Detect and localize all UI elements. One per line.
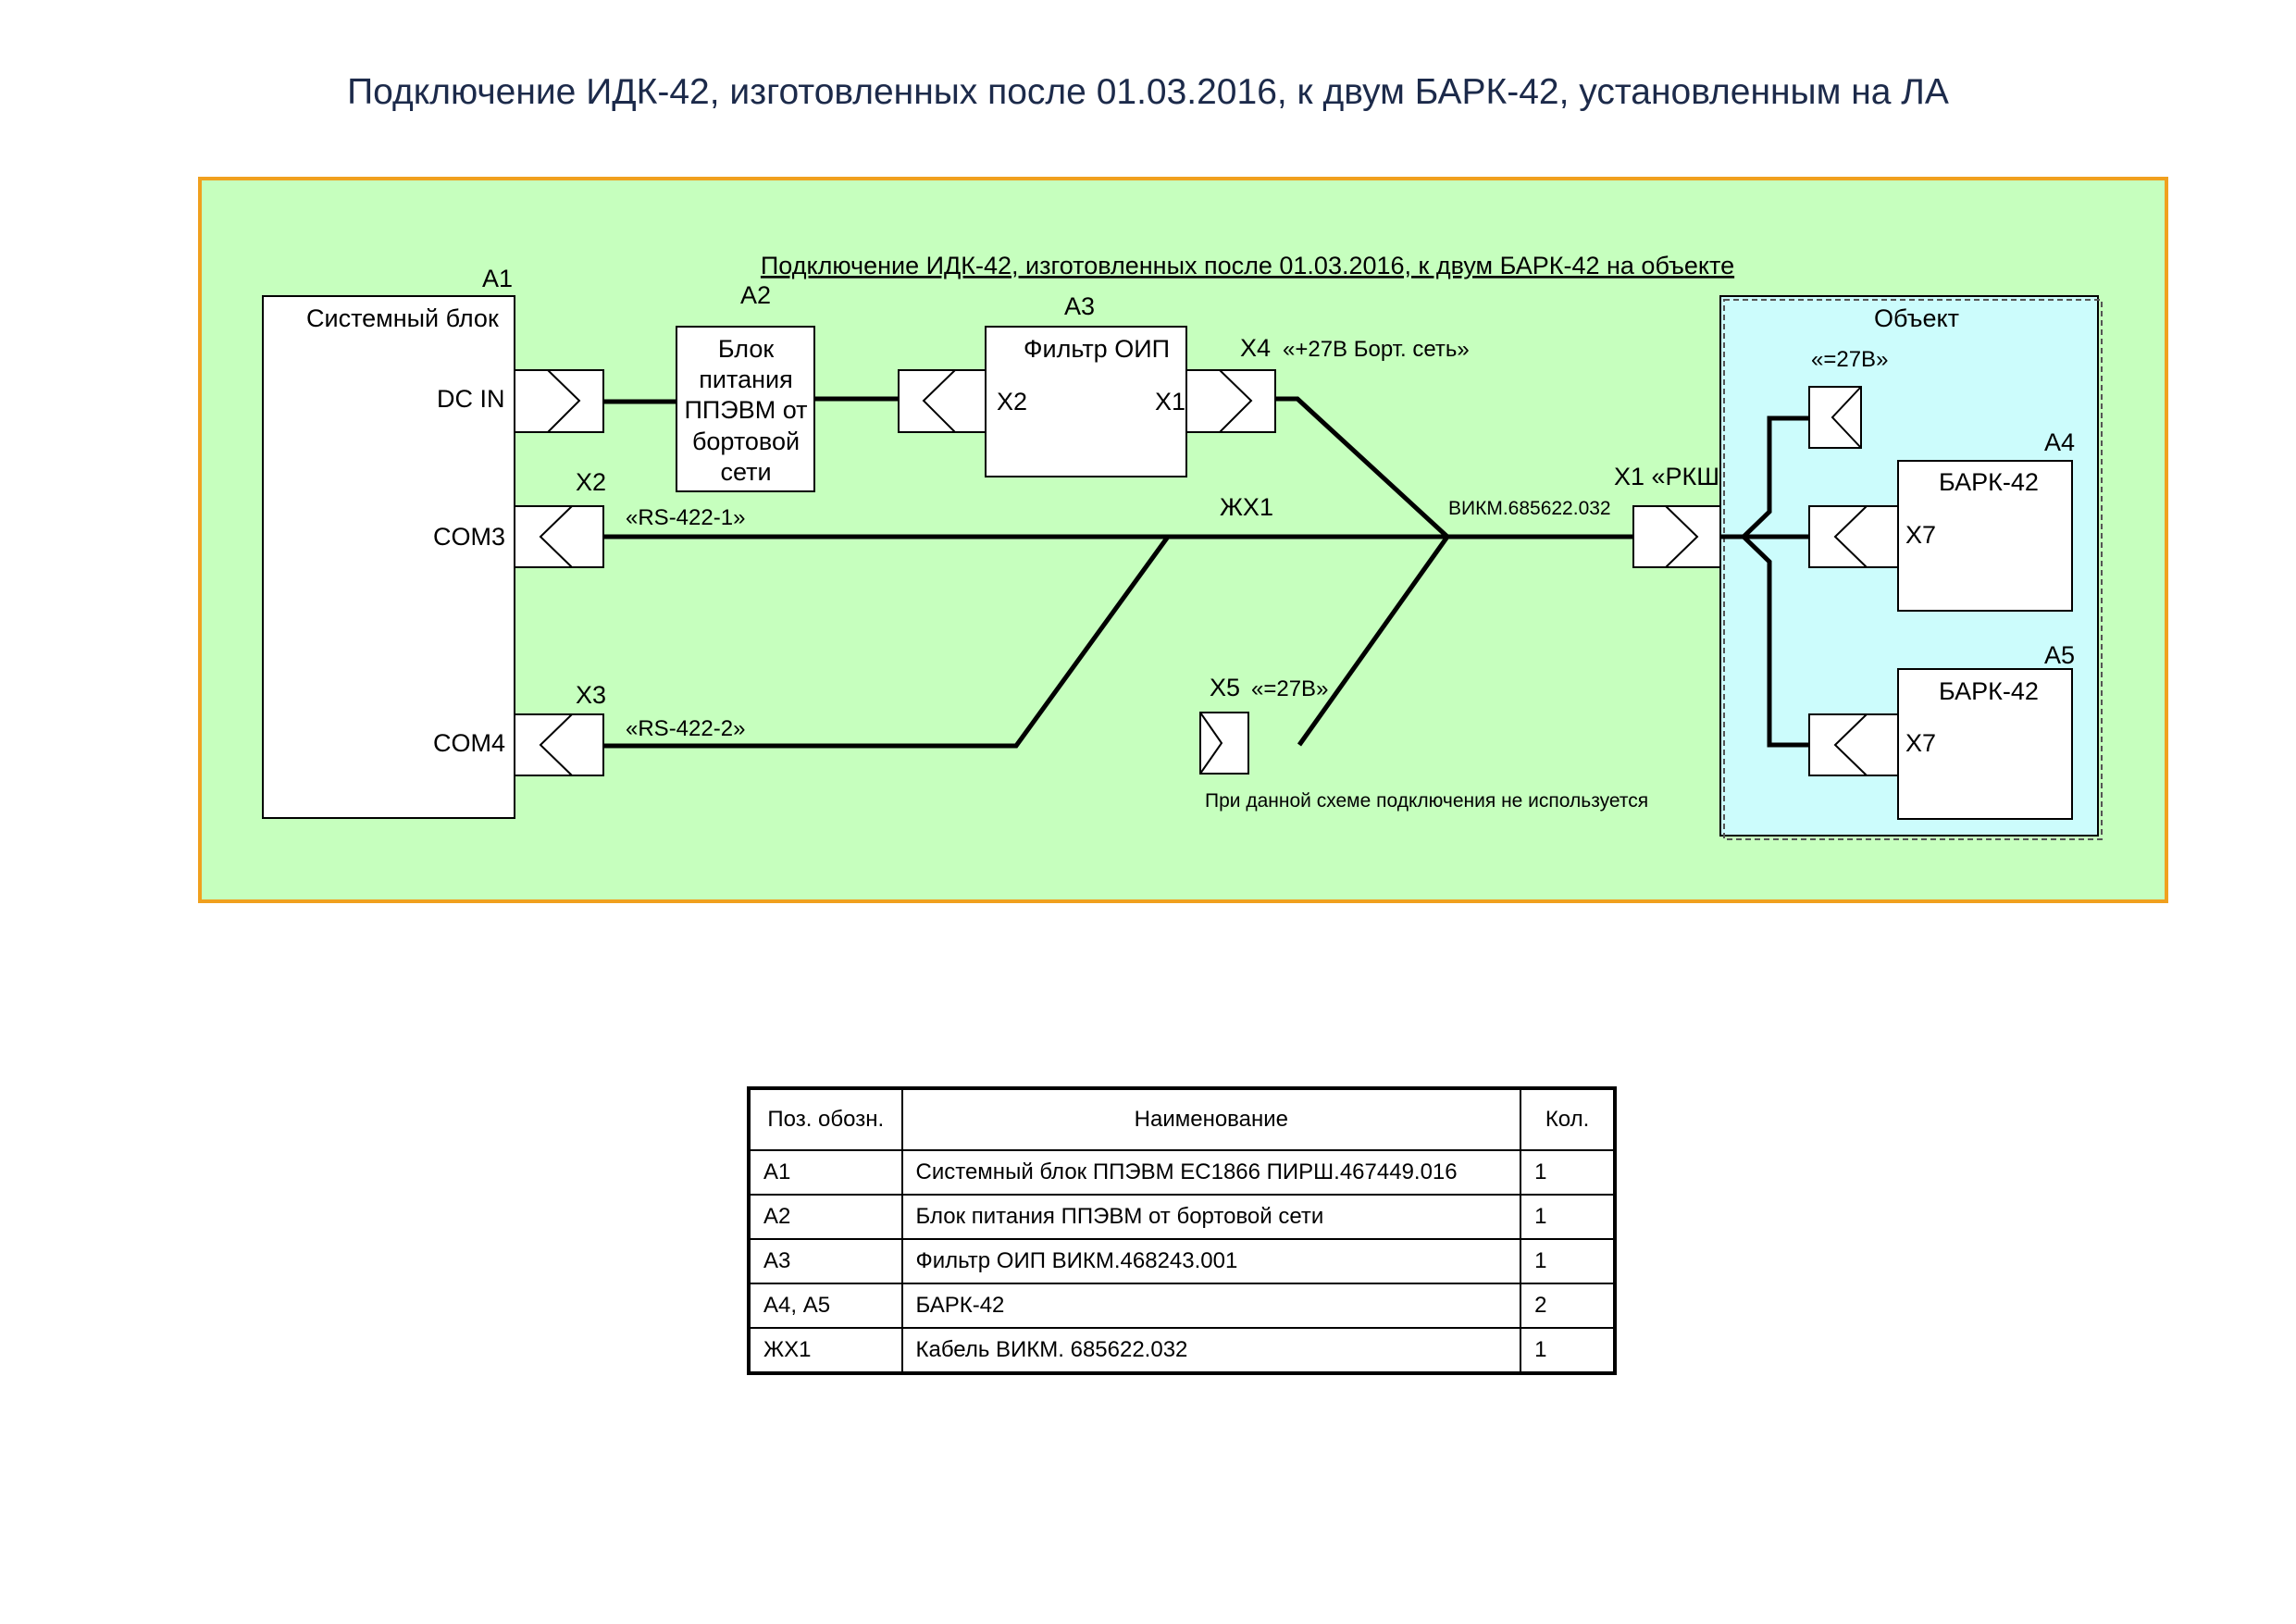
table-row: А2 Блок питания ППЭВМ от бортовой сети 1	[748, 1194, 1616, 1240]
a5-ref: A5	[2044, 641, 2075, 669]
cell-name: Системный блок ППЭВМ ЕС1866 ПИРШ.467449.…	[900, 1149, 1522, 1196]
dc-in-connector	[514, 369, 604, 433]
table-row: А3 Фильтр ОИП ВИКМ.468243.001 1	[748, 1238, 1616, 1284]
object-wires	[1720, 415, 1809, 748]
object-power-label: «=27В»	[1811, 347, 1888, 372]
a4-ref: A4	[2044, 428, 2075, 456]
cable-ref: ЖХ1	[1220, 493, 1273, 521]
cell-name: БАРК-42	[900, 1283, 1522, 1329]
table-row: А1 Системный блок ППЭВМ ЕС1866 ПИРШ.4674…	[748, 1149, 1616, 1196]
header-position: Поз. обозн.	[748, 1087, 903, 1151]
table-row: А4, А5 БАРК-42 2	[748, 1283, 1616, 1329]
a4-port: X7	[1905, 521, 1936, 549]
cell-qty: 1	[1520, 1194, 1616, 1240]
a1-name: Системный блок	[306, 304, 499, 332]
cell-qty: 1	[1520, 1327, 1616, 1374]
x3-signal: «RS-422-2»	[626, 716, 745, 741]
a2-line-5: сети	[720, 458, 771, 486]
x5-connector	[1199, 712, 1249, 775]
a4-bark42	[1897, 460, 2073, 612]
a3-port-x1: X1	[1155, 388, 1185, 415]
a2-line-4: бортовой	[692, 428, 800, 455]
a2-ref: A2	[740, 281, 771, 309]
a2-power-supply	[676, 326, 815, 492]
a3-filter	[985, 326, 1187, 477]
wiring-diagram: Подключение ИДК-42, изготовленных после …	[198, 177, 2168, 903]
x1-rksh-label: X1 «РКШ»	[1614, 463, 1733, 490]
a3-ref: A3	[1064, 292, 1095, 320]
a2-line-2: питания	[699, 366, 792, 393]
cell-name: Кабель ВИКМ. 685622.032	[900, 1327, 1522, 1374]
a3-x2-connector	[898, 369, 987, 433]
object-power-connector	[1808, 386, 1862, 449]
cell-name: Блок питания ППЭВМ от бортовой сети	[900, 1194, 1522, 1240]
cell-position: А3	[748, 1238, 903, 1284]
x5-ref: X5	[1210, 674, 1240, 701]
cell-position: А2	[748, 1194, 903, 1240]
x2-signal: «RS-422-1»	[626, 505, 745, 530]
x4-signal: «+27В Борт. сеть»	[1283, 337, 1470, 362]
cell-qty: 2	[1520, 1283, 1616, 1329]
x3-ref: X3	[576, 681, 606, 709]
a5-name: БАРК-42	[1939, 677, 2039, 705]
a4-name: БАРК-42	[1939, 468, 2039, 496]
a1-system-block	[262, 295, 515, 819]
a5-bark42	[1897, 668, 2073, 820]
a1-ref: A1	[482, 265, 513, 292]
com3-label: COM3	[433, 523, 505, 551]
x2-connector	[514, 505, 604, 568]
cable-code: ВИКМ.685622.032	[1448, 498, 1611, 519]
diagram-subtitle: Подключение ИДК-42, изготовленных после …	[761, 252, 1734, 279]
object-area-dashed-border	[1723, 299, 2103, 840]
object-name: Объект	[1874, 304, 1959, 332]
x2-ref: X2	[576, 468, 606, 496]
page-title: Подключение ИДК-42, изготовленных после …	[347, 72, 1949, 112]
cell-position: А1	[748, 1149, 903, 1196]
x1-rksh-connector	[1632, 505, 1721, 568]
cell-qty: 1	[1520, 1238, 1616, 1284]
x5-note: При данной схеме подключения не использу…	[1205, 790, 1648, 812]
x3-connector	[514, 713, 604, 776]
x4-ref: X4	[1240, 334, 1271, 362]
a3-name: Фильтр ОИП	[1024, 335, 1170, 363]
a4-x7-connector	[1808, 505, 1899, 568]
table-header-row: Поз. обозн. Наименование Кол.	[748, 1087, 1616, 1151]
a5-port: X7	[1905, 729, 1936, 757]
a5-x7-connector	[1808, 713, 1899, 776]
table-row: ЖХ1 Кабель ВИКМ. 685622.032 1	[748, 1327, 1616, 1374]
com4-label: COM4	[433, 729, 505, 757]
x4-connector	[1185, 369, 1276, 433]
header-qty: Кол.	[1520, 1087, 1616, 1151]
dc-in-label: DC IN	[437, 385, 505, 413]
x5-signal: «=27В»	[1251, 676, 1328, 701]
wires	[603, 396, 1633, 749]
a3-port-x2: X2	[997, 388, 1027, 415]
a2-line-3: ППЭВМ от	[684, 396, 807, 424]
cell-qty: 1	[1520, 1149, 1616, 1196]
header-name: Наименование	[900, 1087, 1522, 1151]
cell-position: А4, А5	[748, 1283, 903, 1329]
cell-position: ЖХ1	[748, 1327, 903, 1374]
a2-line-1: Блок	[718, 335, 774, 363]
specification-table: Поз. обозн. Наименование Кол. А1 Системн…	[747, 1086, 1617, 1375]
cell-name: Фильтр ОИП ВИКМ.468243.001	[900, 1238, 1522, 1284]
